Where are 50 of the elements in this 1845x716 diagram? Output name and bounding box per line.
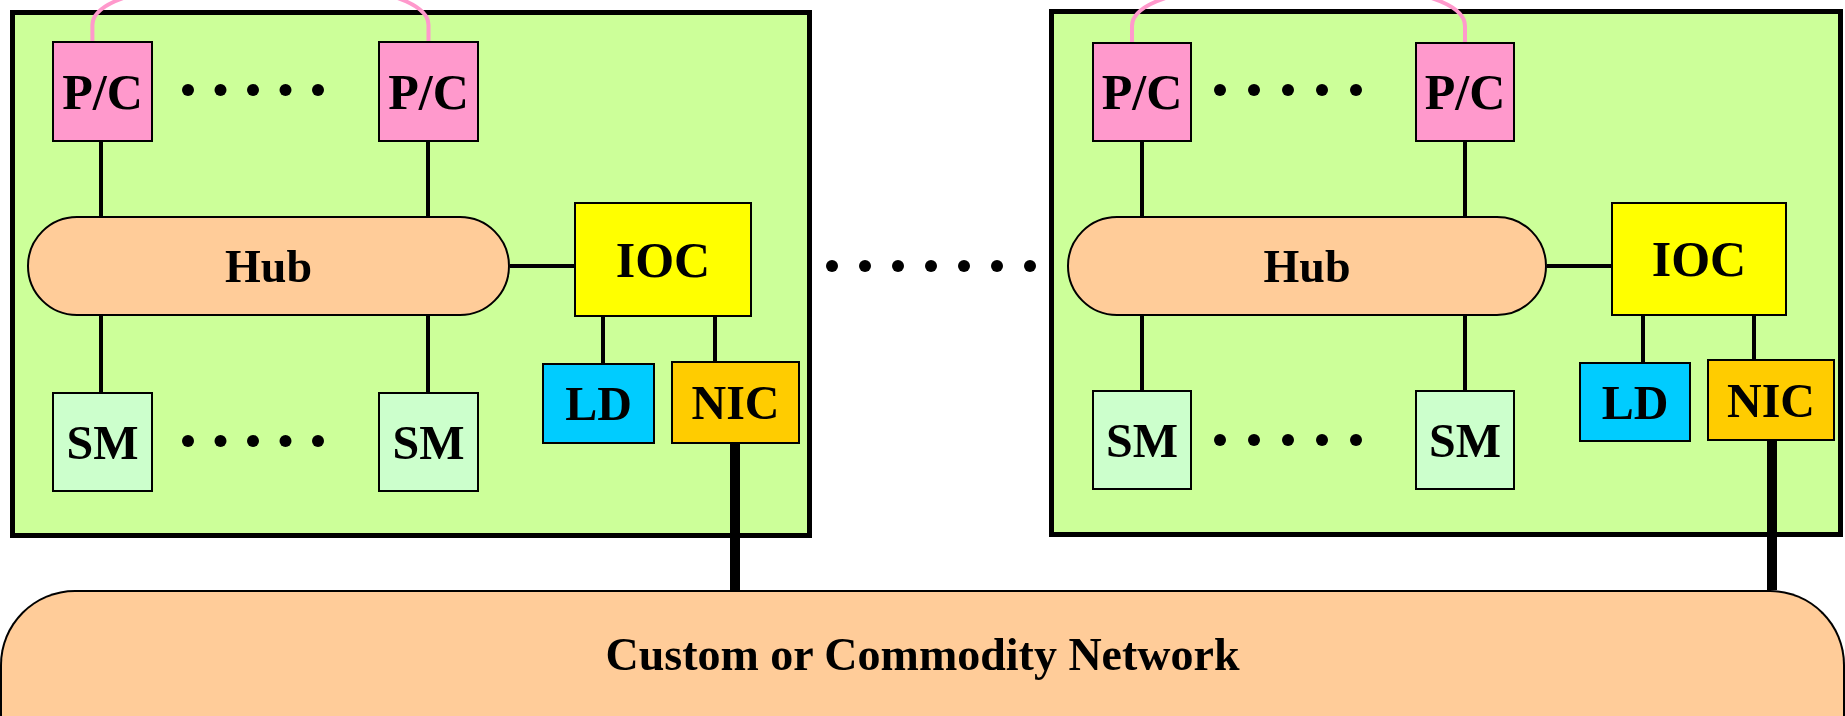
node-label: Custom or Commodity Network (605, 627, 1240, 681)
link-line (1463, 316, 1467, 390)
node-label: P/C (1101, 63, 1183, 121)
link-line (1547, 264, 1611, 268)
node-label: P/C (62, 62, 143, 121)
processor-box (1415, 42, 1515, 142)
node-label: SM (1106, 412, 1178, 468)
link-line (426, 142, 430, 216)
processor-box (1092, 42, 1192, 142)
memory-box (52, 392, 153, 492)
thick-link-line (730, 444, 740, 590)
node-label: Hub (1263, 239, 1351, 293)
link-line (1140, 142, 1144, 216)
memory-box (1415, 390, 1515, 490)
node-label: Hub (225, 239, 312, 293)
node-label: SM (392, 414, 465, 470)
link-line (510, 264, 574, 268)
node-label: NIC (1727, 372, 1815, 428)
network-card-box (671, 361, 800, 444)
memory-box (378, 392, 479, 492)
link-line (99, 142, 103, 216)
node-label: IOC (615, 230, 711, 289)
network-card-box (1707, 359, 1835, 441)
link-line (1641, 316, 1645, 362)
processor-box (378, 41, 479, 142)
link-line (99, 316, 103, 392)
link-line (1463, 142, 1467, 216)
node-label: P/C (388, 62, 469, 121)
controller-box (574, 202, 752, 317)
link-line (1752, 316, 1756, 359)
network-pill (0, 590, 1845, 716)
processor-box (52, 41, 153, 142)
link-line (1140, 316, 1144, 390)
node-label: IOC (1651, 230, 1747, 288)
arc-line (90, 0, 431, 41)
node-label: LD (565, 376, 632, 431)
link-line (713, 317, 717, 361)
board-box (1049, 9, 1843, 537)
link-line (426, 316, 430, 392)
controller-box (1611, 202, 1787, 316)
node-label: LD (1601, 374, 1669, 430)
node-label: SM (66, 414, 139, 470)
node-label: SM (1429, 412, 1501, 468)
arc-line (1130, 0, 1467, 42)
memory-box (1092, 390, 1192, 490)
thick-link-line (1767, 441, 1777, 590)
node-label: NIC (691, 375, 780, 430)
board-box (10, 10, 812, 538)
link-line (601, 317, 605, 363)
node-label: P/C (1424, 63, 1506, 121)
